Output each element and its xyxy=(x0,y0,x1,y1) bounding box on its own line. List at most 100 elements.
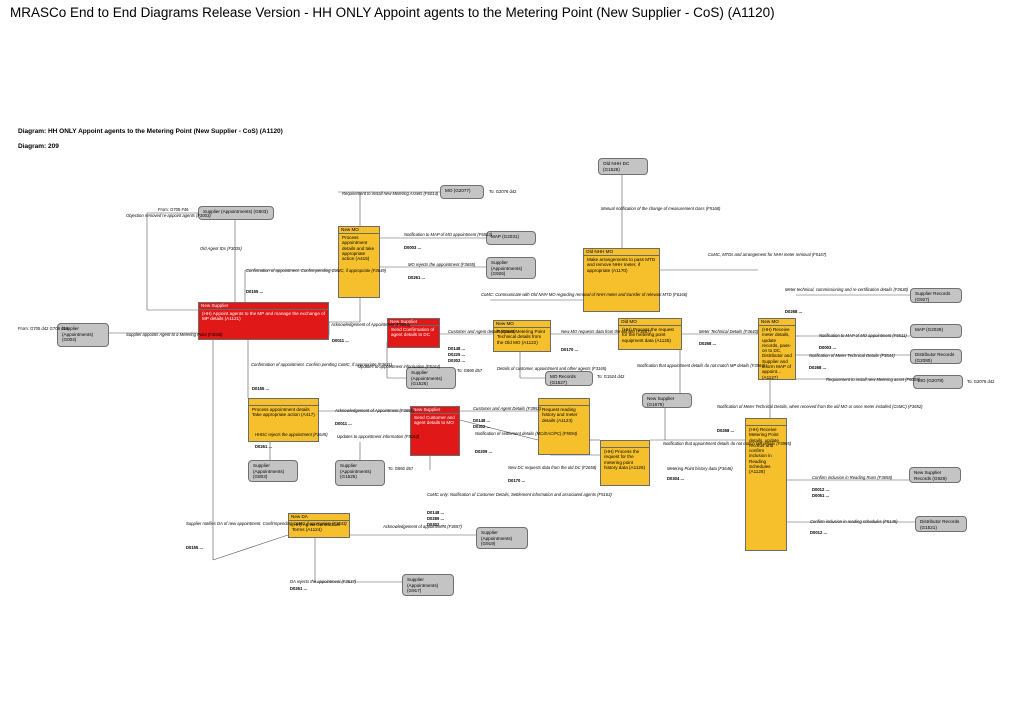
process-box-header: Old NHH MO xyxy=(584,249,659,256)
process-box-text: (HH) Agree Contractual Terms (A1124) xyxy=(292,522,340,533)
process-box-a1122[interactable]: New MO Request Metering Point Technical … xyxy=(493,320,551,352)
data-code: D0268 ... xyxy=(699,341,716,346)
process-box-header: New MO xyxy=(339,227,379,234)
process-box-a1125[interactable]: Old MO (HH) Process the request for the … xyxy=(618,318,682,350)
external-box-new-supplier[interactable]: New Supplier (G1679) xyxy=(642,393,692,408)
process-box-text: Make arrangements to pass MTD and remove… xyxy=(587,257,656,273)
process-box-text: Process appointment details and take app… xyxy=(342,235,375,262)
external-box-supplier-records[interactable]: Supplier Records (G927) xyxy=(910,288,962,303)
flow-label: Updates to appointment information (F516… xyxy=(337,434,420,439)
flow-label: Notification of Meter Technical Details … xyxy=(809,353,895,358)
data-code: D0268 ... xyxy=(785,309,802,314)
process-box-text: (HH) Process the request for the meterin… xyxy=(622,327,674,343)
flow-label: Metering Point history data (F3646) xyxy=(667,466,733,471)
flow-label: Meter Technical Details (F3640) xyxy=(699,329,759,334)
data-code: D0289 ... xyxy=(427,516,444,521)
flow-label: Confirm inclusion in Reading Runs (F3658… xyxy=(812,475,893,480)
external-box-old-nhh-dc[interactable]: Old NHH DC (G1528) xyxy=(598,158,648,175)
process-box-a1124[interactable]: New DA (HH) Agree Contractual Terms (A11… xyxy=(288,513,350,538)
process-box-a1127[interactable]: New MO (HH) Receive meter details, updat… xyxy=(758,318,796,380)
flow-label: Details of customer, appointment and oth… xyxy=(497,366,607,371)
process-box-a1121[interactable]: New Supplier (HH) Appoint agents to the … xyxy=(198,302,329,340)
flow-label: Confirmation of appointment. Confirm pen… xyxy=(251,362,393,367)
external-box-supplier-g917[interactable]: Supplier (Appointments) (G917) xyxy=(402,574,454,596)
flow-label: HHDC rejects the appointment (F3645) xyxy=(255,432,328,437)
flow-label: Confirmation of appointment. Confirmpend… xyxy=(246,268,387,273)
data-code: D0304 ... xyxy=(667,476,684,481)
process-box-header xyxy=(539,399,589,406)
diagram-number: Diagram: 209 xyxy=(18,143,59,150)
external-box-map-g2029[interactable]: MAP (G2029) xyxy=(910,324,962,338)
flow-label: CoMC only: Notification of Customer Deta… xyxy=(427,492,612,497)
flow-label: Manual notification of the change of mea… xyxy=(601,206,721,211)
flow-label: Notification to MAP of MO appointment (F… xyxy=(819,333,907,338)
external-box-distributor-records-g1521[interactable]: Distributor Records (G1521) xyxy=(915,516,967,532)
data-code: D0302 ... xyxy=(473,424,490,429)
flow-label: MO rejects the appointment (F3655) xyxy=(408,262,476,267)
process-box-a1123[interactable]: Request reading history and meter detail… xyxy=(538,398,590,455)
process-box-text: (HH) Receive meter details, update recor… xyxy=(762,327,792,380)
data-code: D0261 ... xyxy=(408,275,425,280)
data-code: D0148 ... xyxy=(448,346,465,351)
data-code: D0268 ... xyxy=(717,428,734,433)
external-box-supplier-g1525[interactable]: Supplier (Appointments) (G1525) xyxy=(335,460,385,486)
external-box-supplier-g803[interactable]: Supplier (Appointments) (G803) xyxy=(198,206,274,220)
data-code: D0003 ... xyxy=(819,345,836,350)
flow-label: Customer and Agent details (F3949) xyxy=(448,329,516,334)
page-ref: From: G705 d42 G709 d19 xyxy=(18,326,69,331)
flow-label: New MO requests data from the old MO (F3… xyxy=(561,329,651,334)
flow-label: New DC requests data from the old DC (F2… xyxy=(508,465,597,470)
page-ref: From: G705 #46 xyxy=(158,207,189,212)
external-box-supplier-g004[interactable]: Supplier (Appointments) (G004) xyxy=(57,323,109,347)
data-code: D0268 ... xyxy=(809,365,826,370)
flow-label: Customer and Agent Details (F3952) xyxy=(473,406,542,411)
flow-label: Confirm inclusion in reading schedules (… xyxy=(810,519,898,524)
process-box-header: New DA xyxy=(289,514,349,521)
external-box-supplier-g1526[interactable]: Supplier (Appointments) (G1526) xyxy=(406,367,456,389)
process-box-confirm-agents[interactable]: New Supplier Send Confirmation of agent … xyxy=(387,318,440,348)
external-box-mo-records[interactable]: MO Records (G1527) xyxy=(545,371,593,386)
flow-label: Supplier appoints Agent to a Metering Po… xyxy=(126,332,223,337)
flow-label: Updates to appointment information (F516… xyxy=(358,364,441,369)
external-box-supplier-g919[interactable]: Supplier (Appointments) (G919) xyxy=(476,527,528,549)
flow-label: DA rejects the appointment (F3637) xyxy=(290,579,357,584)
data-code: D0261 ... xyxy=(255,444,272,449)
data-code: D0051 ... xyxy=(812,493,829,498)
data-code: D0225 ... xyxy=(448,352,465,357)
flow-label: Notification of Meter Technical Details,… xyxy=(717,404,923,409)
flow-label: Notification to MAP of MO appointment (F… xyxy=(404,232,493,237)
external-box-mo-g2078[interactable]: MO (G2078) xyxy=(913,375,963,389)
flow-label: Notification that appointment details do… xyxy=(663,441,792,446)
data-code: D0012 ... xyxy=(810,530,827,535)
flow-label: Meter technical, commissioning and re-ce… xyxy=(785,287,909,292)
page-ref: To: G660 d57 xyxy=(457,368,483,373)
external-box-mo-g2077[interactable]: MO (G2077) xyxy=(440,185,484,199)
process-box-a1128[interactable]: (HH) Receive Metering Point details, upd… xyxy=(745,418,787,551)
page-ref: To: G660 d57 xyxy=(388,466,414,471)
external-box-supplier-g926[interactable]: Supplier (Appointments) (G926) xyxy=(486,257,536,279)
external-box-new-supplier-records[interactable]: New Supplier Records (G929) xyxy=(909,467,961,483)
process-box-a417[interactable]: Process appointment details Take appropr… xyxy=(248,398,319,442)
data-code: D0012 ... xyxy=(812,487,829,492)
page-ref: To: G1524 d42 xyxy=(597,374,625,379)
process-box-customer-details[interactable]: New Supplier Send Customer and agent det… xyxy=(410,406,460,456)
external-box-map-g2031[interactable]: MAP (G2031) xyxy=(486,231,536,245)
data-code: D0011 ... xyxy=(335,421,352,426)
process-box-header xyxy=(601,441,649,448)
process-box-a1126[interactable]: (HH) Process the request for the meterin… xyxy=(600,440,650,486)
process-box-a1170[interactable]: Old NHH MO Make arrangements to pass MTD… xyxy=(583,248,660,312)
flow-label: CoMC, MTDs and arrangement for NHH meter… xyxy=(708,252,827,257)
process-box-a415[interactable]: New MO Process appointment details and t… xyxy=(338,226,380,298)
external-box-supplier-g803b[interactable]: Supplier (Appointments) (G803) xyxy=(248,460,298,482)
flow-label: CoMC: Communicate with Old NHH MO regard… xyxy=(481,292,688,297)
data-code: D0170 ... xyxy=(508,478,525,483)
data-code: D0302 ... xyxy=(448,358,465,363)
data-code: D0155 ... xyxy=(246,289,263,294)
process-box-text: Send Confirmation of agent details to DC xyxy=(391,327,435,338)
process-box-text: Request Metering Point Technical details… xyxy=(497,329,546,345)
page-title: MRASCo End to End Diagrams Release Versi… xyxy=(10,5,775,20)
process-box-header: New Supplier xyxy=(388,319,439,326)
process-box-text: Process appointment details Take appropr… xyxy=(252,407,315,418)
external-box-distributor-records[interactable]: Distributor Records (G2080) xyxy=(910,349,962,364)
